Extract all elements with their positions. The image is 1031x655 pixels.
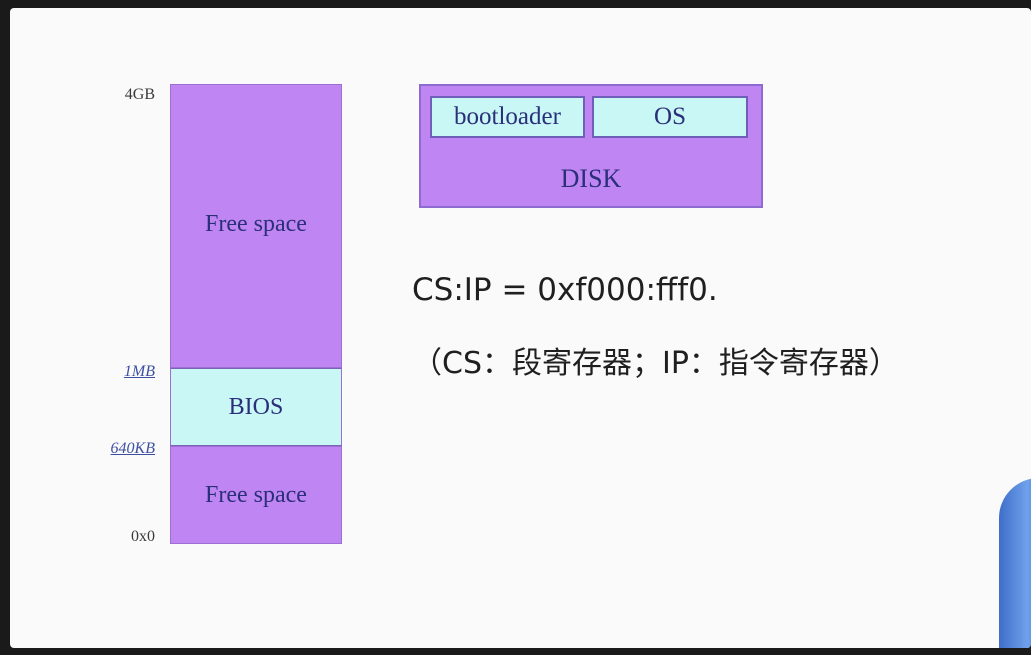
slide: 4GB 1MB 640KB 0x0 Free space BIOS Free s… [10, 8, 1031, 648]
disk-os-region: OS [592, 96, 748, 138]
address-label-4gb: 4GB [124, 86, 155, 103]
memory-free-space-upper-label: Free space [205, 211, 307, 237]
disk-diagram: bootloader OS DISK [419, 84, 763, 208]
address-label-1mb: 1MB [123, 363, 155, 380]
memory-bios-region: BIOS [170, 368, 342, 446]
address-label-640kb: 640KB [110, 440, 155, 457]
disk-bootloader-region: bootloader [430, 96, 585, 138]
disk-label: DISK [560, 164, 622, 193]
memory-free-space-lower-label: Free space [205, 481, 307, 508]
disk-bootloader-label: bootloader [454, 103, 561, 130]
memory-bios-label: BIOS [228, 393, 284, 420]
address-label-0x0: 0x0 [131, 528, 155, 545]
register-explanation: （CS：段寄存器；IP：指令寄存器） [412, 346, 899, 381]
memory-free-space-lower: Free space [170, 446, 342, 544]
presenter-arm-image [999, 478, 1031, 648]
memory-free-space-upper: Free space [170, 84, 342, 368]
disk-os-label: OS [654, 103, 686, 130]
cs-ip-note: CS:IP = 0xf000:fff0. [412, 272, 718, 308]
